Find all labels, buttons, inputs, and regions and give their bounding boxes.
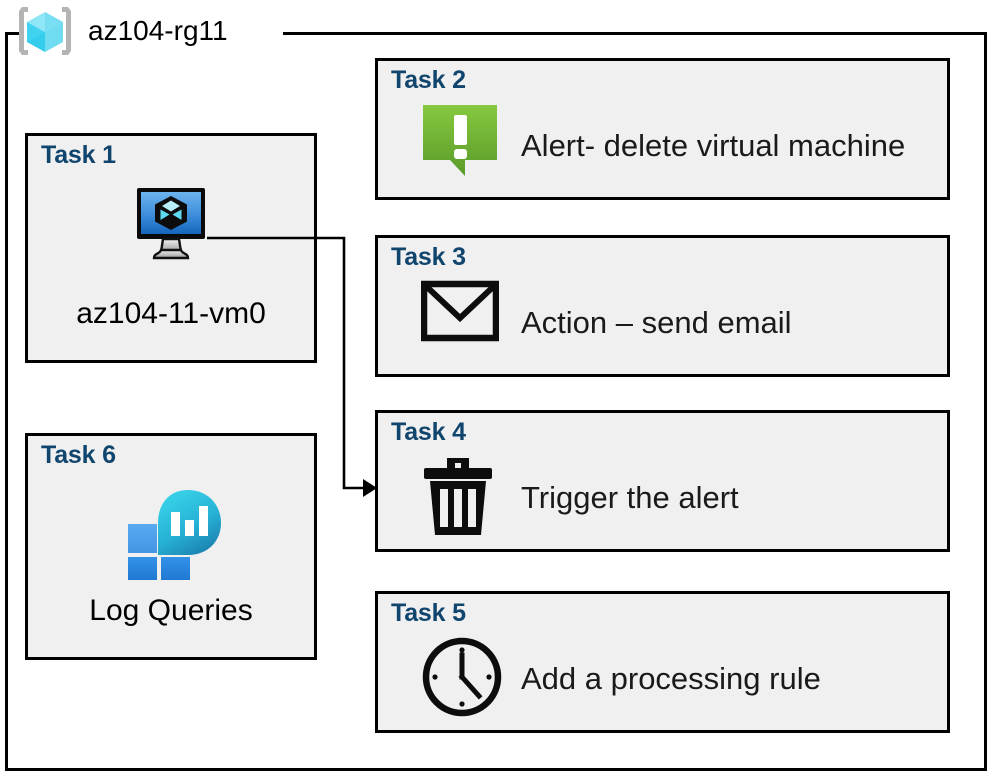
task-card-label: Task 3 xyxy=(391,243,466,271)
task-card-label: Task 1 xyxy=(41,141,116,169)
trash-can-icon xyxy=(424,458,492,535)
task-card-label: Task 6 xyxy=(41,441,116,469)
resource-group-frame-top xyxy=(283,32,987,35)
resource-group-frame-top-stub xyxy=(5,32,22,35)
task-card-text: Alert- delete virtual machine xyxy=(521,128,906,163)
resource-group-frame-bottom xyxy=(5,768,987,771)
task-card-label: Task 4 xyxy=(391,418,466,446)
task-card-text: Log Queries xyxy=(89,594,253,627)
resource-group-name: az104-rg11 xyxy=(88,15,228,46)
azure-resource-group-icon xyxy=(19,7,71,55)
task-card-task6[interactable]: Task 6 xyxy=(25,433,317,660)
log-analytics-icon xyxy=(128,490,221,580)
resource-group-frame-right xyxy=(984,32,987,771)
task-card-text: Trigger the alert xyxy=(521,480,739,515)
task-card-text: Action – send email xyxy=(521,305,792,340)
clock-icon xyxy=(422,637,502,717)
envelope-icon xyxy=(421,280,499,342)
task-card-task1[interactable]: Task 1 xyxy=(25,133,317,363)
resource-group-header: az104-rg11 xyxy=(14,4,228,58)
virtual-machine-icon xyxy=(137,188,205,260)
task-card-task2[interactable]: Task 2 Alert- delete virtual machine xyxy=(375,58,950,200)
task-card-task3[interactable]: Task 3 Action – send email xyxy=(375,235,950,377)
task-card-task5[interactable]: Task 5 Add a processing rule xyxy=(375,591,950,733)
task-card-text: az104-11-vm0 xyxy=(76,297,266,330)
task-card-text: Add a processing rule xyxy=(521,661,821,696)
task-card-task4[interactable]: Task 4 Trigger the alert xyxy=(375,410,950,552)
task-card-label: Task 2 xyxy=(391,66,466,94)
resource-group-frame-left xyxy=(5,32,8,771)
task-card-label: Task 5 xyxy=(391,599,466,627)
alert-bubble-icon xyxy=(423,105,497,176)
